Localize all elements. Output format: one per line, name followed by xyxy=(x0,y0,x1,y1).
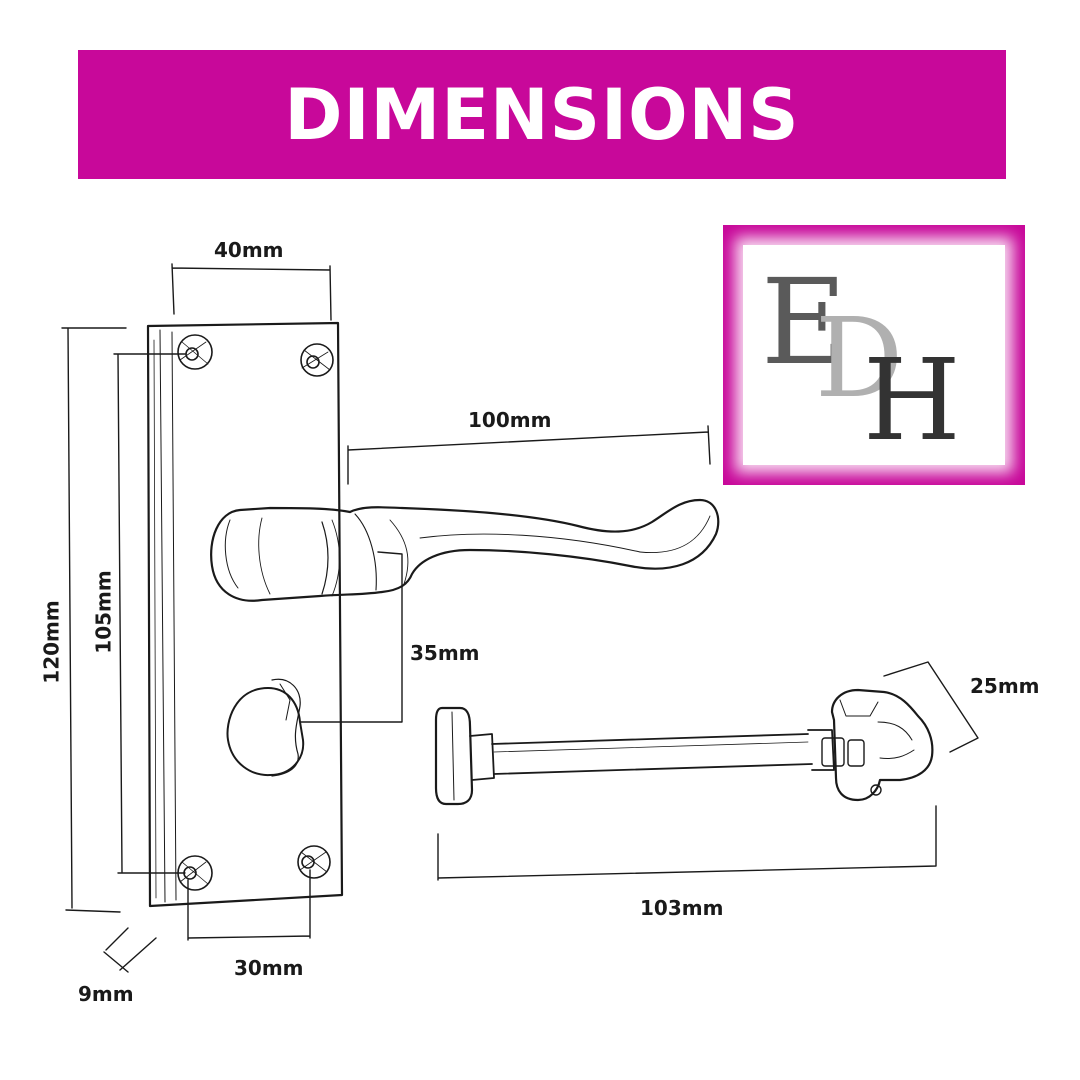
dim-label-lever-length: 100mm xyxy=(468,408,552,432)
logo-letter-d: D xyxy=(815,294,904,422)
title-banner: DIMENSIONS xyxy=(78,50,1006,179)
logo-letter-e: E xyxy=(761,253,848,391)
keyhole xyxy=(226,678,305,777)
dim-label-backplate-width: 40mm xyxy=(214,238,284,262)
dim-label-keep-width: 25mm xyxy=(970,674,1040,698)
screw-icon xyxy=(177,334,213,370)
dim-label-backplate-height: 120mm xyxy=(39,600,64,684)
dim-label-lever-to-keyhole: 35mm xyxy=(410,641,480,665)
dim-label-backplate-depth: 9mm xyxy=(78,982,134,1006)
screw-icon xyxy=(297,845,331,879)
logo-panel: E D H xyxy=(743,245,1005,465)
brand-logo: E D H xyxy=(723,225,1025,485)
dim-label-screw-spacing-horizontal: 30mm xyxy=(234,956,304,980)
backplate xyxy=(146,321,344,908)
dimension-lines xyxy=(61,263,979,973)
logo-letter-h: H xyxy=(863,336,961,466)
thumb-turn-bolt xyxy=(434,688,934,806)
screw-icon xyxy=(300,343,334,377)
lever-handle xyxy=(210,498,720,602)
page-title: DIMENSIONS xyxy=(284,73,800,156)
dim-label-keep-length: 103mm xyxy=(640,896,724,920)
dim-label-screw-spacing-vertical: 105mm xyxy=(91,570,116,654)
